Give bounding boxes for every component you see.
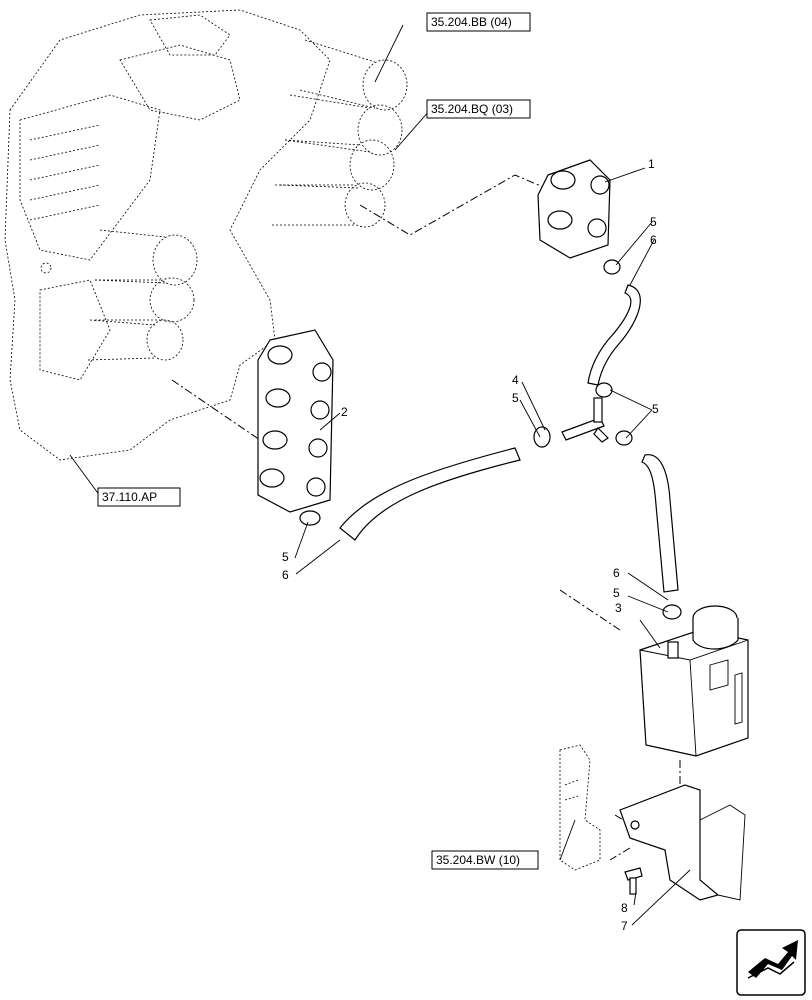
callout-5-right: 5 [652,402,659,416]
callout-2: 2 [341,405,348,419]
reference-ap[interactable]: 37.110.AP [97,487,181,507]
reference-bq-label: 35.204.BQ (03) [431,102,513,116]
bolt [624,867,643,895]
reference-bracket [559,744,601,871]
callout-3: 3 [615,601,622,615]
coupler-block-2 [257,329,334,513]
hose-upper [587,284,641,386]
hydraulic-valve-block [4,9,408,461]
hose-horizontal [339,447,521,541]
callout-4: 4 [512,373,519,387]
callout-1: 1 [648,157,655,171]
reference-bw-label: 35.204.BW (10) [436,853,520,867]
reference-bw[interactable]: 35.204.BW (10) [431,850,539,870]
reference-bb[interactable]: 35.204.BB (04) [426,12,531,32]
callout-6-upper: 6 [650,233,657,247]
callout-5-upper: 5 [650,215,657,229]
callout-8: 8 [621,901,628,915]
callout-leaders [69,24,691,926]
callout-6-left: 6 [282,568,289,582]
reference-ap-label: 37.110.AP [102,490,157,504]
mounting-bracket [619,784,746,901]
tee-fitting [561,397,609,443]
reservoir-tank [639,605,749,757]
callout-7: 7 [621,919,628,933]
callout-5-left: 5 [282,550,289,564]
reference-bq[interactable]: 35.204.BQ (03) [426,99,531,119]
coupler-block-1 [537,159,611,259]
callout-6-right: 6 [613,566,620,580]
callout-5-tee: 5 [512,391,519,405]
callout-5-reservoir: 5 [613,586,620,600]
hose-clamps [299,259,682,620]
hose-vertical [641,454,679,593]
reference-bb-label: 35.204.BB (04) [431,15,512,29]
arrow-navigation-icon[interactable] [736,929,806,996]
